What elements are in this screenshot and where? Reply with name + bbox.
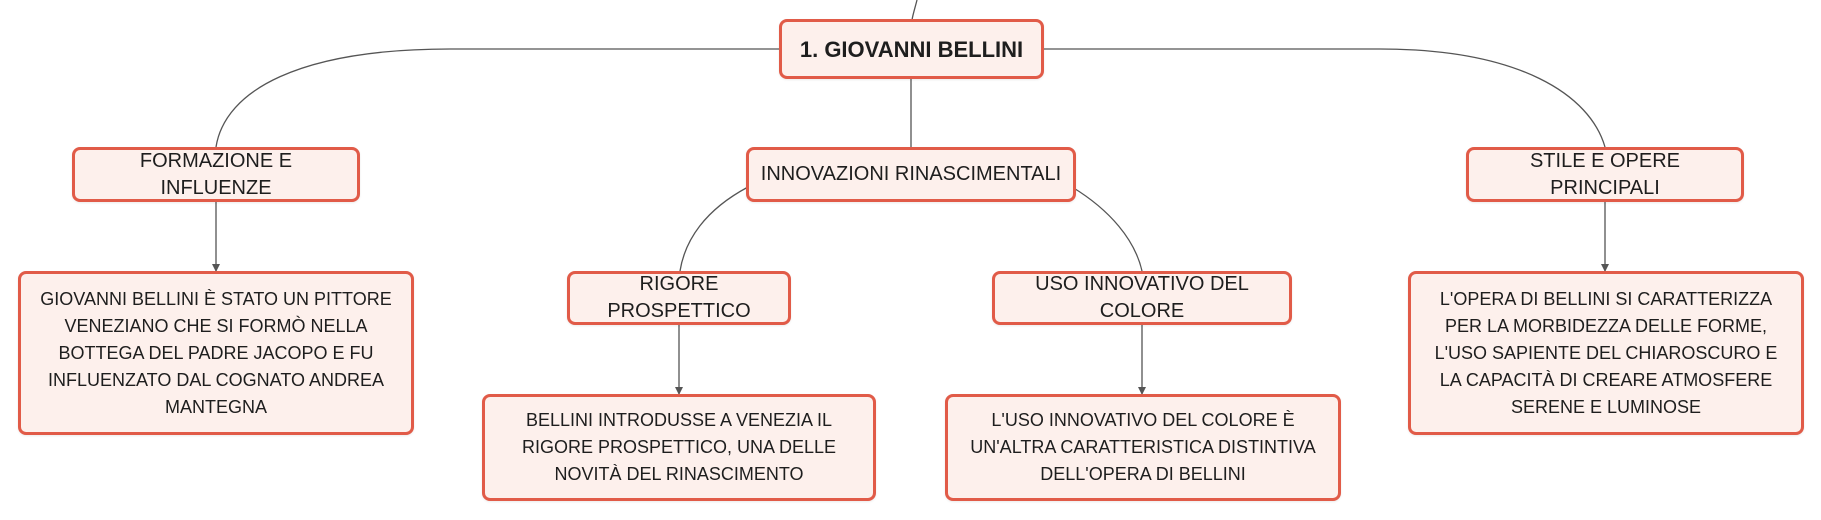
detail-node-colore[interactable]: L'USO INNOVATIVO DEL COLORE È UN'ALTRA C… <box>945 394 1341 501</box>
detail-node-formazione[interactable]: GIOVANNI BELLINI È STATO UN PITTORE VENE… <box>18 271 414 435</box>
branch-node-innovazioni[interactable]: INNOVAZIONI RINASCIMENTALI <box>746 147 1076 202</box>
arrowhead-stile-detail <box>1601 264 1609 272</box>
root-node[interactable]: 1. GIOVANNI BELLINI <box>779 19 1044 79</box>
detail-node-stile[interactable]: L'OPERA DI BELLINI SI CARATTERIZZA PER L… <box>1408 271 1804 435</box>
connector-to-parent <box>911 0 918 21</box>
arrowhead-colore-detail <box>1138 387 1146 395</box>
branch-node-stile[interactable]: STILE E OPERE PRINCIPALI <box>1466 147 1744 202</box>
branch-node-formazione[interactable]: FORMAZIONE E INFLUENZE <box>72 147 360 202</box>
connector-root-formazione <box>215 48 781 148</box>
connector-root-stile <box>1043 48 1606 148</box>
connector-innovazioni-colore <box>1071 186 1143 272</box>
arrowhead-formazione-detail <box>212 264 220 272</box>
sub-node-rigore[interactable]: RIGORE PROSPETTICO <box>567 271 791 325</box>
connector-innovazioni-rigore <box>679 186 749 272</box>
sub-node-colore[interactable]: USO INNOVATIVO DEL COLORE <box>992 271 1292 325</box>
detail-node-rigore[interactable]: BELLINI INTRODUSSE A VENEZIA IL RIGORE P… <box>482 394 876 501</box>
arrowhead-rigore-detail <box>675 387 683 395</box>
